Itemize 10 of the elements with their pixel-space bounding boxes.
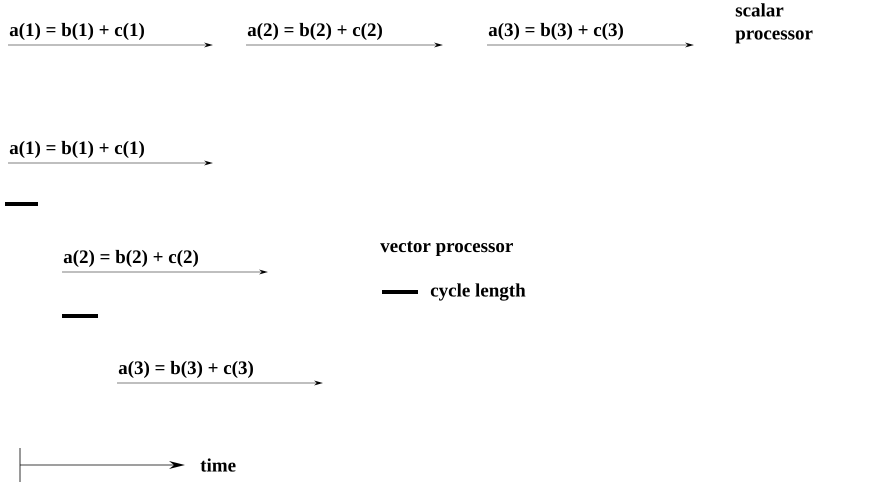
legend-text: cycle length [430, 283, 526, 301]
equation: a(2) = b(2) + c(2) [248, 22, 382, 40]
equation: a(3) = b(3) + c(3) [118, 360, 253, 378]
equation: a(3) = b(3) + c(3) [488, 22, 623, 40]
axis-label: time [200, 458, 236, 472]
equation: a(1) = b(1) + c(1) [10, 140, 144, 158]
equation: a(1) = b(1) + c(1) [10, 22, 144, 40]
heading: vector processor [380, 241, 513, 256]
heading: scalar processor [735, 3, 813, 44]
equation: a(2) = b(2) + c(2) [64, 250, 198, 268]
